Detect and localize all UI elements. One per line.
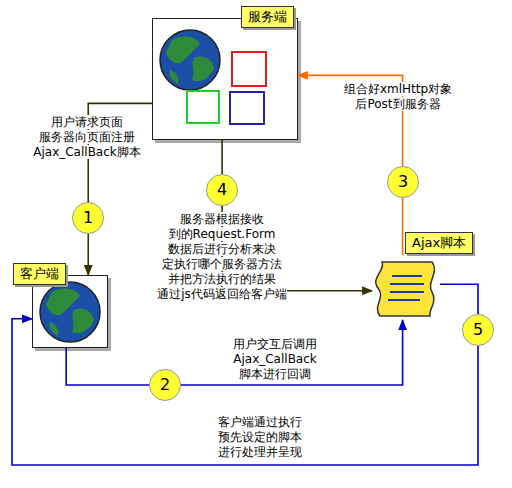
connector-arrow: [66, 320, 402, 385]
edge-label-text: 用户请求页面 服务器向页面注册 Ajax_CallBack脚本: [33, 115, 141, 159]
connector-arrow: [12, 284, 478, 465]
blue-square: [230, 92, 264, 124]
node-box: 服务端: [152, 18, 298, 140]
edge-label-text: 组合好xmlHttp对象 后Post到服务器: [344, 82, 452, 111]
red-square: [232, 52, 266, 86]
edge-label: 组合好xmlHttp对象 后Post到服务器: [336, 82, 460, 112]
node-box: Ajax脚本: [372, 255, 440, 320]
globe-icon: [40, 282, 100, 342]
node-heading: Ajax脚本: [405, 232, 473, 254]
node-heading: 客户端: [13, 263, 66, 285]
callout-number: 5: [462, 314, 494, 346]
callout-number: 2: [149, 369, 181, 401]
script-icon: [376, 262, 435, 316]
edge-label: 服务器根据接收 到的Request.Form 数据后进行分析来决 定执行哪个服务…: [147, 212, 297, 302]
node-box: 客户端: [32, 275, 108, 348]
edge-label: 用户请求页面 服务器向页面注册 Ajax_CallBack脚本: [22, 115, 152, 160]
edge-label: 客户端通过执行 预先设定的脚本 进行处理并呈现: [210, 415, 310, 460]
callout-number: 1: [72, 202, 104, 234]
edge-label-text: 客户端通过执行 预先设定的脚本 进行处理并呈现: [218, 415, 302, 459]
edge-label: 用户交互后调用 Ajax_CallBack 脚本进行回调: [220, 337, 330, 382]
green-square: [187, 91, 219, 123]
callout-number: 3: [387, 166, 419, 198]
globe-icon: [160, 30, 220, 90]
edge-label-text: 用户交互后调用 Ajax_CallBack 脚本进行回调: [233, 337, 317, 381]
node-heading: 服务端: [241, 6, 294, 28]
edge-label-text: 服务器根据接收 到的Request.Form 数据后进行分析来决 定执行哪个服务…: [157, 212, 287, 301]
callout-number: 4: [206, 174, 238, 206]
